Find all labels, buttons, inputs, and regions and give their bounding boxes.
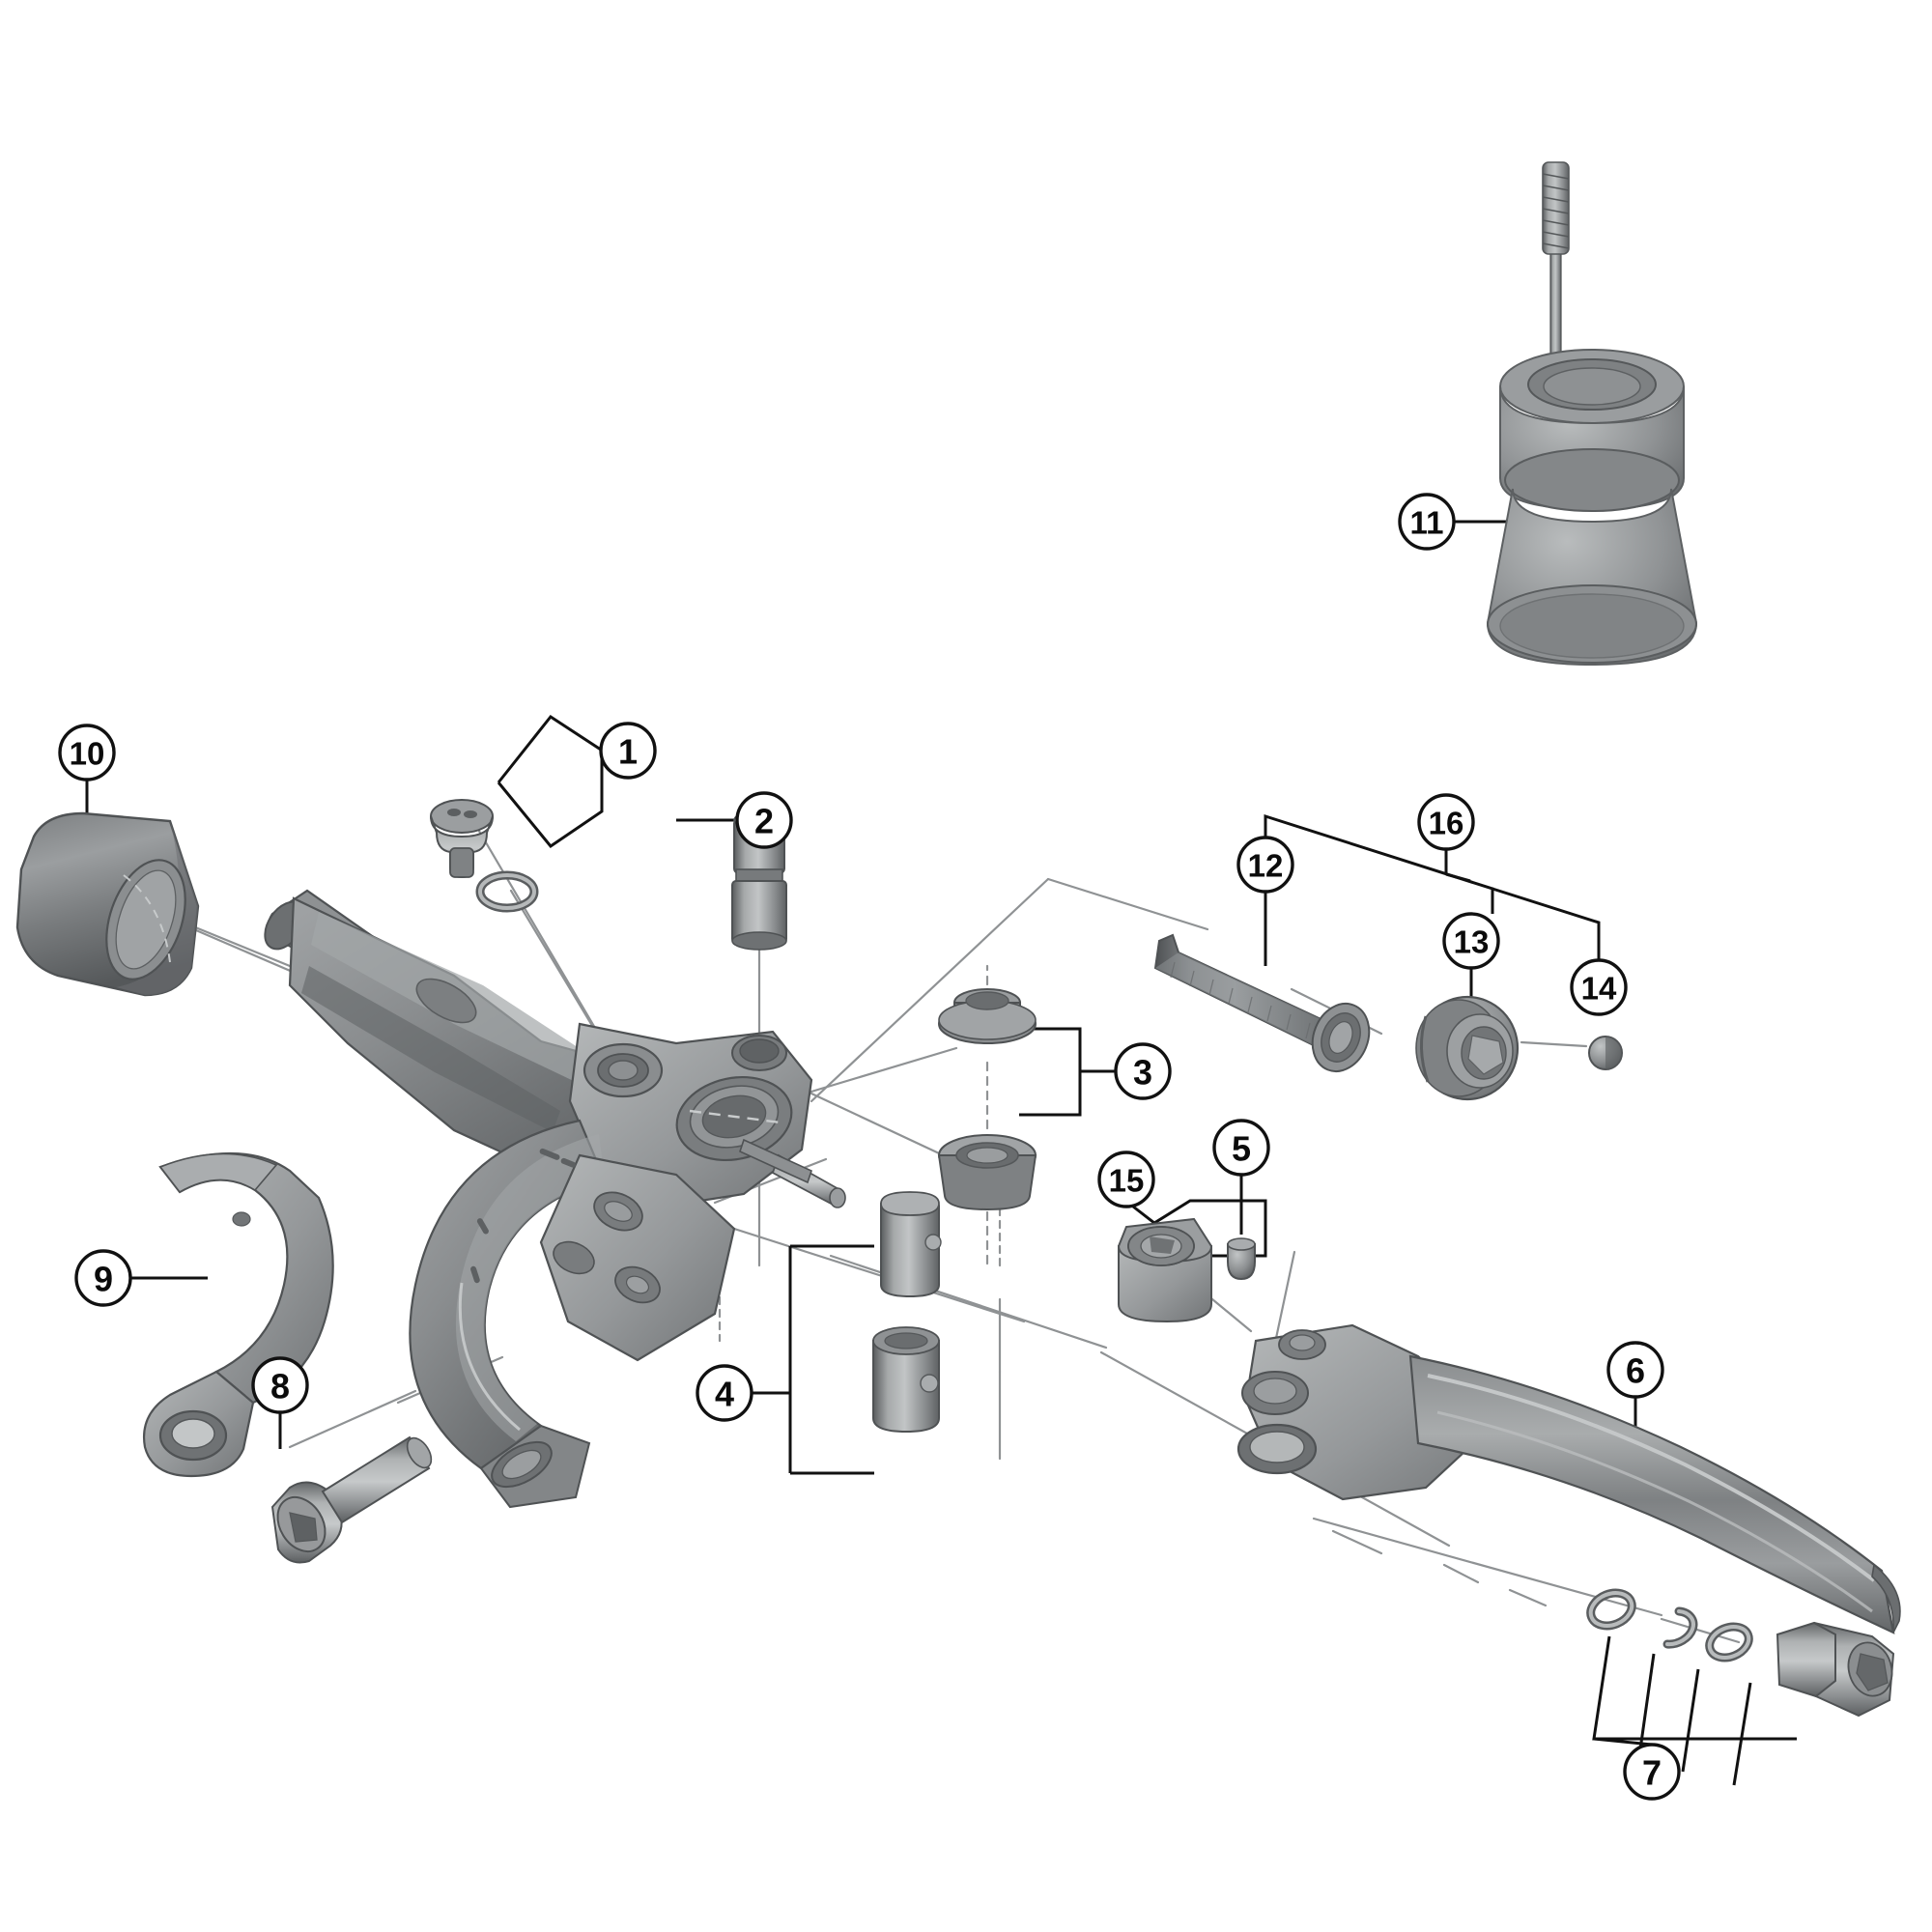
callout-13[interactable]: 13: [1442, 912, 1500, 970]
leader-14: [1492, 887, 1601, 960]
callout-10[interactable]: 10: [58, 724, 116, 781]
callout-circle-7: [1623, 1743, 1681, 1801]
bracket-7-c: [1681, 1668, 1700, 1773]
leader-lines: [182, 814, 1741, 1644]
callout-11[interactable]: 11: [1398, 493, 1456, 551]
callout-label-4: 4: [715, 1375, 734, 1414]
callout-label-7: 7: [1642, 1753, 1662, 1793]
callout-label-3: 3: [1133, 1053, 1152, 1093]
part-4-anchor-blocks: [872, 1191, 942, 1434]
callout-circle-4: [696, 1364, 753, 1422]
leader-barrel-to-ball: [1520, 1040, 1588, 1048]
callout-circle-1: [599, 722, 657, 780]
bracket-3: [1019, 1027, 1082, 1117]
callout-circle-15: [1097, 1151, 1155, 1208]
leader-bolt-to-body: [469, 814, 620, 1069]
bracket-7-d: [1732, 1682, 1752, 1786]
callout-circle-8: [251, 1356, 309, 1414]
callout-8[interactable]: 8: [251, 1356, 309, 1414]
callout-label-12: 12: [1248, 848, 1284, 884]
leader-sleeve-to-body: [810, 877, 1050, 1103]
callout-circle-6: [1606, 1341, 1664, 1399]
callout-label-8: 8: [270, 1367, 290, 1406]
part-10-grip-cover: [15, 811, 200, 997]
part-13-adjust-barrel: [1415, 995, 1520, 1101]
leader-bolt8-to-body: [288, 1389, 417, 1449]
callout-label-5: 5: [1232, 1129, 1251, 1169]
part-12-sleeve-bushing: [1153, 933, 1371, 1072]
part-1-fixing-bolt-washer: [430, 799, 539, 913]
callout-label-11: 11: [1410, 505, 1444, 541]
callout-circle-13: [1442, 912, 1500, 970]
callout-label-10: 10: [70, 736, 105, 772]
part-5-ball-detent: [1227, 1237, 1256, 1281]
leader-body-to-bushing-b: [810, 1092, 953, 1161]
callout-label-13: 13: [1454, 924, 1490, 960]
callout-1[interactable]: 1: [599, 722, 657, 780]
callout-label-2: 2: [754, 802, 774, 841]
callout-7[interactable]: 7: [1623, 1743, 1681, 1801]
part-14-detent-ball: [1588, 1036, 1623, 1070]
bracket-1-lower: [497, 752, 604, 849]
part-15-pivot-spacer: [1117, 1217, 1213, 1323]
callout-5[interactable]: 5: [1212, 1119, 1270, 1177]
callout-15[interactable]: 15: [1097, 1151, 1155, 1208]
callout-circle-5: [1212, 1119, 1270, 1177]
callout-label-6: 6: [1626, 1351, 1645, 1391]
callout-circle-11: [1398, 493, 1456, 551]
part-9-clamp-band: [143, 1151, 334, 1478]
part-11-reservoir-cap-assembly: [1486, 161, 1698, 667]
part-8-clamp-bolt: [270, 1435, 433, 1564]
part-6-lever-blade: [1236, 1323, 1901, 1634]
callout-circle-10: [58, 724, 116, 781]
callout-9[interactable]: 9: [74, 1249, 132, 1307]
callout-circle-16: [1417, 793, 1475, 851]
part-3-flanged-bushings: [937, 988, 1037, 1211]
callout-label-14: 14: [1581, 971, 1617, 1007]
callout-16[interactable]: 16: [1417, 793, 1475, 851]
callout-circle-12: [1236, 836, 1294, 894]
callout-label-1: 1: [618, 732, 638, 772]
callout-3[interactable]: 3: [1114, 1042, 1172, 1100]
callout-4[interactable]: 4: [696, 1364, 753, 1422]
leader-grip-to-body: [182, 921, 292, 968]
callout-6[interactable]: 6: [1606, 1341, 1664, 1399]
callout-circle-3: [1114, 1042, 1172, 1100]
part-7-washers-and-nut: [1586, 1588, 1895, 1718]
bracket-16-frame: [1264, 813, 1494, 914]
bracket-1-upper: [497, 714, 605, 783]
callout-circle-2: [735, 791, 793, 849]
callout-circle-9: [74, 1249, 132, 1307]
main-body-lever-clamp: [264, 889, 846, 1509]
callout-circle-14: [1570, 958, 1628, 1016]
leader-body-to-bushing-a: [810, 1046, 958, 1094]
callout-label-9: 9: [94, 1260, 113, 1299]
leader-washer-axis: [1312, 1517, 1663, 1617]
callout-14[interactable]: 14: [1570, 958, 1628, 1016]
bracket-7-b: [1637, 1653, 1656, 1757]
callout-label-16: 16: [1429, 806, 1464, 841]
callout-12[interactable]: 12: [1236, 836, 1294, 894]
callout-2[interactable]: 2: [735, 791, 793, 849]
callout-label-15: 15: [1109, 1163, 1145, 1199]
